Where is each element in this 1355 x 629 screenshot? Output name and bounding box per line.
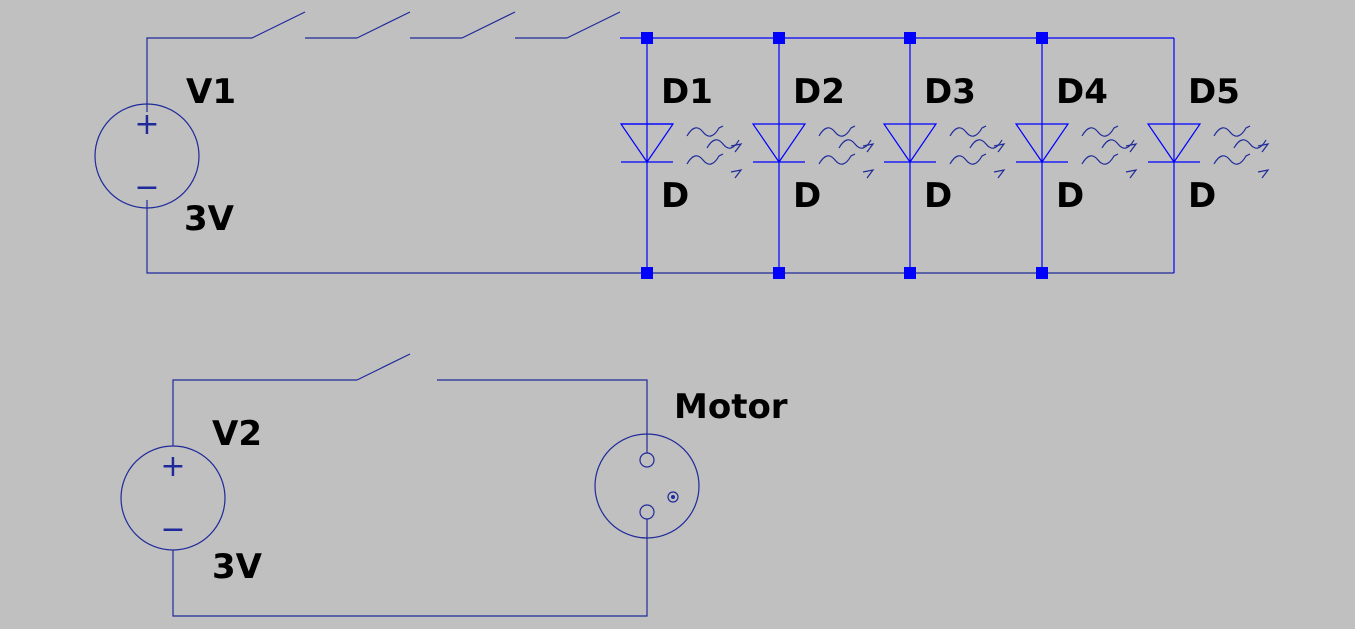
junction-dot-icon	[773, 32, 785, 44]
junction-dot-icon	[1036, 267, 1048, 279]
junction-dot-icon	[641, 267, 653, 279]
led-icon[interactable]	[882, 38, 1006, 273]
d2-model-label: D	[793, 176, 821, 216]
d5-model-label: D	[1188, 176, 1216, 216]
junction-dot-icon	[904, 32, 916, 44]
d5-name-label: D5	[1188, 72, 1240, 112]
switch-icon[interactable]	[356, 353, 411, 381]
d1-name-label: D1	[661, 72, 713, 112]
minus-symbol: −	[160, 512, 185, 547]
led-icon[interactable]	[1014, 38, 1138, 273]
d4-name-label: D4	[1056, 72, 1108, 112]
junction-dot-icon	[773, 267, 785, 279]
v1-value-label: 3V	[184, 199, 235, 239]
v2-name-label: V2	[212, 414, 262, 454]
junction-dot-icon	[641, 32, 653, 44]
led-icon[interactable]	[1146, 38, 1270, 273]
led-icon[interactable]	[751, 38, 875, 273]
bottom-wire-right	[437, 379, 648, 434]
switch-icon[interactable]	[461, 11, 516, 39]
switch-icon[interactable]	[566, 11, 621, 39]
minus-symbol: −	[134, 170, 159, 205]
bottom-wire-bottom	[172, 538, 648, 617]
junction-dot-icon	[1036, 32, 1048, 44]
voltage-source-icon[interactable]: + −	[94, 103, 200, 209]
motor-label: Motor	[674, 387, 788, 427]
v2-value-label: 3V	[212, 547, 263, 587]
d4-model-label: D	[1056, 176, 1084, 216]
plus-symbol: +	[160, 449, 185, 484]
junction-dot-icon	[904, 267, 916, 279]
led-icon[interactable]	[619, 38, 743, 273]
motor-icon[interactable]	[594, 433, 700, 539]
switch-icon[interactable]	[251, 11, 306, 39]
d3-name-label: D3	[924, 72, 976, 112]
v1-name-label: V1	[186, 72, 236, 112]
bottom-wire-left	[172, 379, 357, 446]
d3-model-label: D	[924, 176, 952, 216]
switch-icon[interactable]	[356, 11, 411, 39]
top-wire-bottom	[146, 208, 1174, 274]
d1-model-label: D	[661, 176, 689, 216]
bottom-circuit: + − V2 3V Motor	[120, 353, 788, 617]
plus-symbol: +	[134, 107, 159, 142]
top-circuit: + − V1 3V	[94, 11, 1270, 279]
junction-dots	[641, 32, 1048, 279]
d2-name-label: D2	[793, 72, 845, 112]
top-wire-left	[146, 37, 252, 104]
voltage-source-icon[interactable]: + −	[120, 445, 226, 551]
